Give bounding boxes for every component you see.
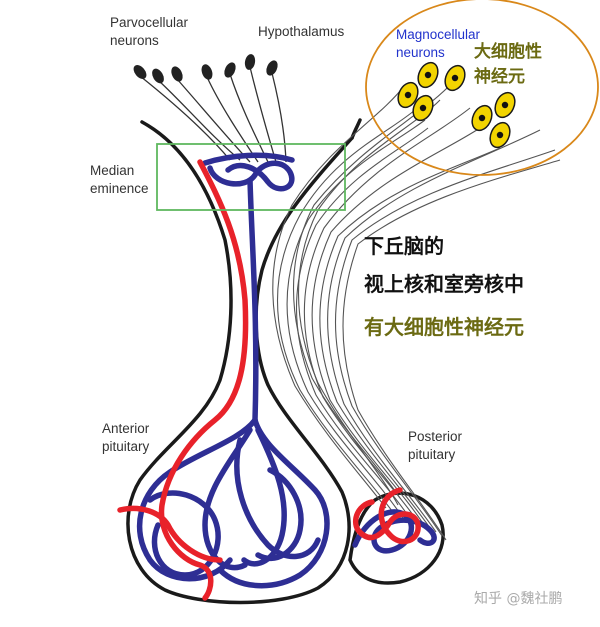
magnocellular-axons — [272, 79, 561, 541]
median-eminence-label: Median eminence — [90, 162, 149, 198]
portal-vessels — [136, 152, 437, 589]
anterior-pituitary-label: Anterior pituitary — [102, 420, 149, 456]
annotation-line2: 视上核和室旁核中 — [364, 272, 524, 296]
magnocellular-cn-label: 大细胞性 神经元 — [474, 40, 542, 90]
parvocellular-label: Parvocellular neurons — [110, 14, 188, 50]
posterior-pituitary-line2: pituitary — [408, 447, 456, 462]
magnocellular-cn-line2: 神经元 — [474, 67, 525, 87]
magnocellular-cn-line1: 大细胞性 — [474, 42, 542, 62]
parvocellular-label-line1: Parvocellular — [110, 15, 189, 30]
magnocellular-neurons — [397, 61, 516, 149]
hypothalamus-label: Hypothalamus — [258, 24, 345, 39]
blood-vessel — [117, 159, 421, 601]
magnocellular-label-line2: neurons — [396, 45, 445, 60]
watermark: 知乎 @魏社鹏 — [474, 591, 563, 607]
anterior-pituitary-line1: Anterior — [102, 421, 150, 436]
median-eminence-highlight-box — [156, 143, 346, 211]
annotation-line1: 下丘脑的 — [364, 234, 444, 258]
median-eminence-line2: eminence — [90, 181, 149, 196]
anterior-pituitary-line2: pituitary — [102, 439, 150, 454]
parvocellular-label-line2: neurons — [110, 33, 159, 48]
parvocellular-neurons — [133, 54, 278, 84]
posterior-pituitary-label: Posterior pituitary — [408, 428, 462, 464]
magnocellular-highlight-ellipse — [365, 0, 599, 176]
median-eminence-line1: Median — [90, 163, 135, 178]
posterior-pituitary-line1: Posterior — [408, 429, 463, 444]
annotation-line3: 有大细胞性神经元 — [364, 315, 524, 339]
magnocellular-nuclei — [404, 71, 509, 139]
magnocellular-label: Magnocellular neurons — [396, 26, 480, 62]
magnocellular-label-line1: Magnocellular — [396, 27, 481, 42]
parvocellular-axons — [139, 66, 287, 163]
